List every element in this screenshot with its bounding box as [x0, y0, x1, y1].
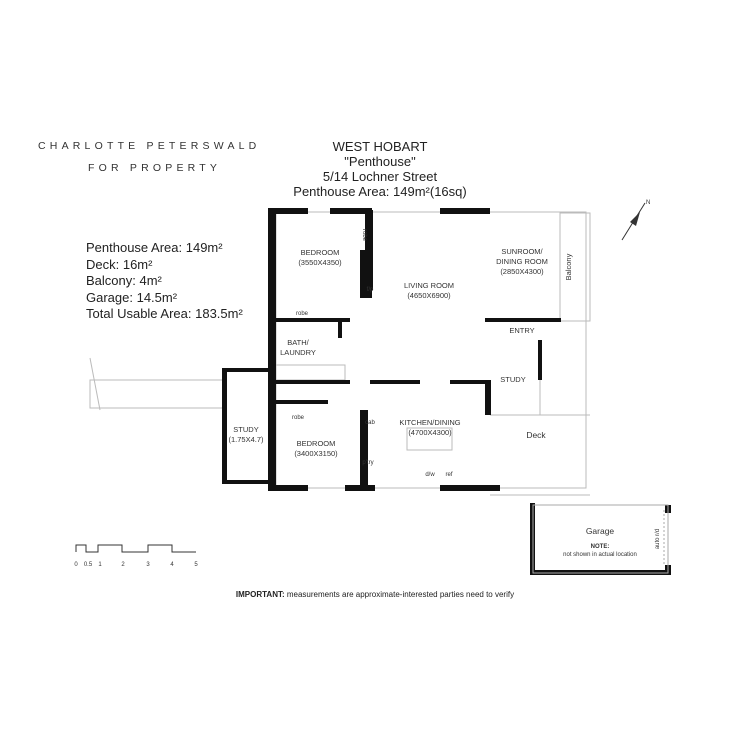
- robe-label: robe: [296, 311, 309, 317]
- property-name: "Penthouse": [344, 154, 416, 169]
- scale-tick: 0: [74, 562, 78, 568]
- bedroom1-size: (3550X4350): [298, 258, 342, 267]
- disclaimer-bold: IMPORTANT:: [235, 590, 285, 599]
- study2-size: (1.75X4.7): [228, 435, 264, 444]
- disclaimer-text: measurements are approximate-interested …: [284, 590, 515, 599]
- brand-name: CHARLOTTE PETERSWALD: [38, 140, 261, 152]
- bath-label-2: LAUNDRY: [280, 348, 316, 357]
- brand-tagline: FOR PROPERTY: [88, 162, 222, 174]
- cabinet-label: cab: [365, 420, 375, 426]
- kitchen-label: KITCHEN/DINING: [399, 418, 460, 427]
- disclaimer: IMPORTANT: measurements are approximate-…: [0, 590, 750, 599]
- kitchen-size: (4700X4300): [408, 428, 452, 437]
- robe-label: robe: [292, 415, 305, 421]
- scale-line: [75, 544, 196, 553]
- study-label: STUDY: [500, 375, 525, 384]
- sunroom-label-2: DINING ROOM: [496, 257, 548, 266]
- bedroom1-label: BEDROOM: [301, 248, 340, 257]
- garage-note-title: NOTE:: [591, 544, 610, 550]
- area-item: Balcony: 4m²: [86, 273, 162, 288]
- living-label: LIVING ROOM: [404, 281, 454, 290]
- garage-label: Garage: [586, 526, 615, 536]
- fridge-label: ref: [445, 472, 452, 478]
- study2-label: STUDY: [233, 425, 258, 434]
- garage-outline: [532, 504, 669, 574]
- scale-tick: 0.5: [84, 562, 93, 568]
- entry-label: ENTRY: [509, 326, 534, 335]
- pantry-label: p'try: [362, 460, 373, 466]
- balcony-label: Balcony: [564, 253, 573, 280]
- area-summary: Penthouse Area: 149m²(16sq): [293, 184, 467, 199]
- dishwasher-label: d/w: [425, 472, 435, 478]
- sunroom-size: (2850X4300): [500, 267, 544, 276]
- area-item: Penthouse Area: 149m²: [86, 240, 223, 255]
- compass: N: [621, 200, 650, 241]
- bath-label: BATH/: [287, 338, 309, 347]
- title-block: WEST HOBART "Penthouse" 5/14 Lochner Str…: [255, 139, 505, 199]
- scale-tick: 3: [146, 562, 150, 568]
- garage-note: not shown in actual location: [563, 552, 637, 558]
- scale-tick: 4: [170, 562, 174, 568]
- area-item: Garage: 14.5m²: [86, 289, 178, 305]
- garage-door-label: auto r/d: [655, 529, 661, 549]
- compass-north: N: [646, 200, 650, 206]
- sunroom-label: SUNROOM/: [501, 247, 543, 256]
- compass-arrow-icon: [630, 212, 640, 226]
- scale-tick: 1: [98, 562, 102, 568]
- suburb: WEST HOBART: [332, 139, 428, 154]
- scale-bar: 0 0.5 1 2 3 4 5: [74, 544, 198, 568]
- fireplace-label: f/p: [367, 287, 374, 293]
- area-item: Total Usable Area: 183.5m²: [86, 306, 243, 321]
- bedroom2-label: BEDROOM: [297, 439, 336, 448]
- bedroom2-size: (3400X3150): [294, 449, 338, 458]
- robe-label: robe: [361, 229, 367, 242]
- living-size: (4650X6900): [407, 291, 451, 300]
- deck-label: Deck: [526, 430, 546, 440]
- room-labels: BEDROOM (3550X4350) LIVING ROOM (4650X69…: [228, 229, 661, 558]
- scale-tick: 2: [121, 562, 125, 568]
- area-list: Penthouse Area: 149m² Deck: 16m² Balcony…: [86, 240, 243, 323]
- address: 5/14 Lochner Street: [322, 169, 438, 184]
- area-item: Deck: 16m²: [86, 256, 153, 272]
- walls: [222, 208, 671, 575]
- scale-tick: 5: [194, 562, 198, 568]
